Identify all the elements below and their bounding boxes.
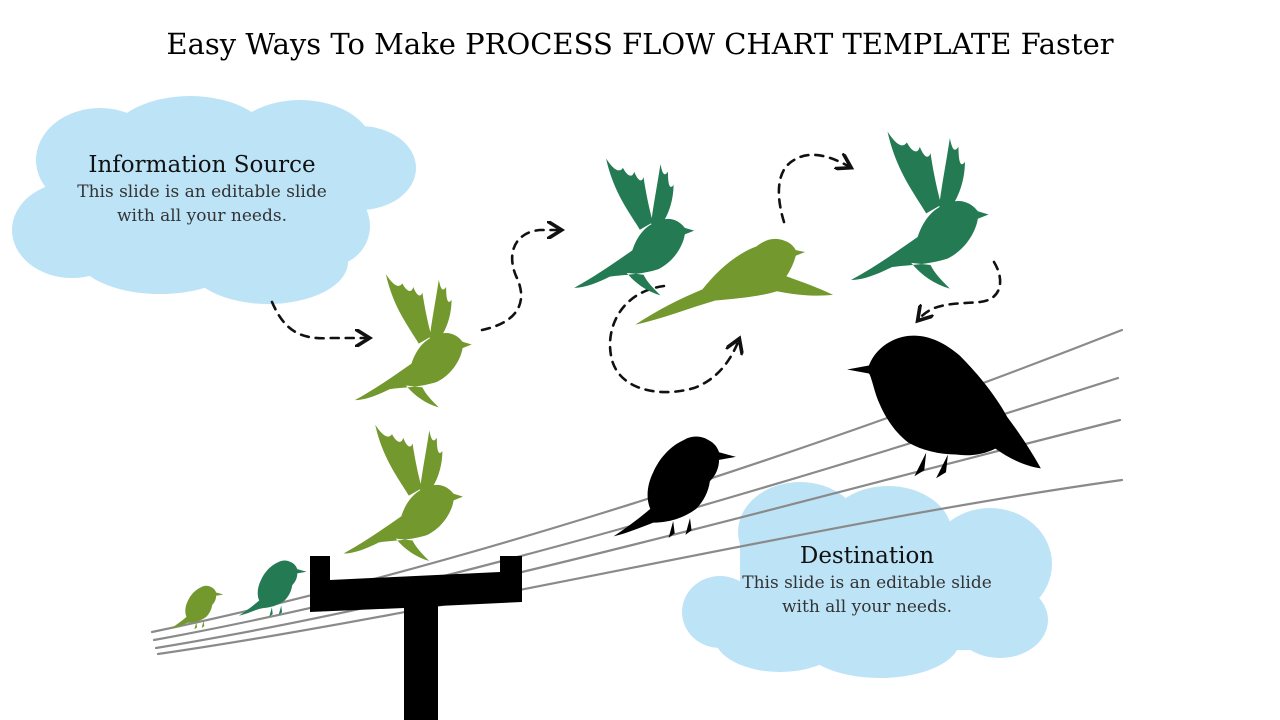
information-source-heading: Information Source <box>88 152 316 178</box>
destination-heading: Destination <box>799 543 935 569</box>
arrow-source-to-bird-1 <box>270 300 366 338</box>
arrow-to-destination <box>920 260 1002 318</box>
utility-pole-icon <box>310 556 522 720</box>
flying-bird-icon <box>354 274 472 408</box>
information-source-body: This slide is an editable slide with all… <box>77 182 327 226</box>
arrow-to-bird-3 <box>777 155 848 224</box>
flying-bird-icon <box>574 158 695 296</box>
arrow-bird-1-to-bird-2 <box>480 230 558 332</box>
information-source-callout: Information Source This slide is an edit… <box>60 150 344 228</box>
perched-bird-icon <box>847 335 1041 479</box>
destination-cloud <box>682 482 1052 678</box>
source-cloud <box>12 96 416 304</box>
perched-bird-icon <box>238 560 307 617</box>
flying-bird-icon <box>343 424 463 561</box>
destination-callout: Destination This slide is an editable sl… <box>730 541 1004 619</box>
flying-bird-icon <box>850 131 989 289</box>
destination-body: This slide is an editable slide with all… <box>742 573 992 617</box>
flow-arrows <box>270 155 1002 394</box>
arrow-glide-loop <box>608 284 738 394</box>
slide-title: Easy Ways To Make PROCESS FLOW CHART TEM… <box>166 27 1114 61</box>
